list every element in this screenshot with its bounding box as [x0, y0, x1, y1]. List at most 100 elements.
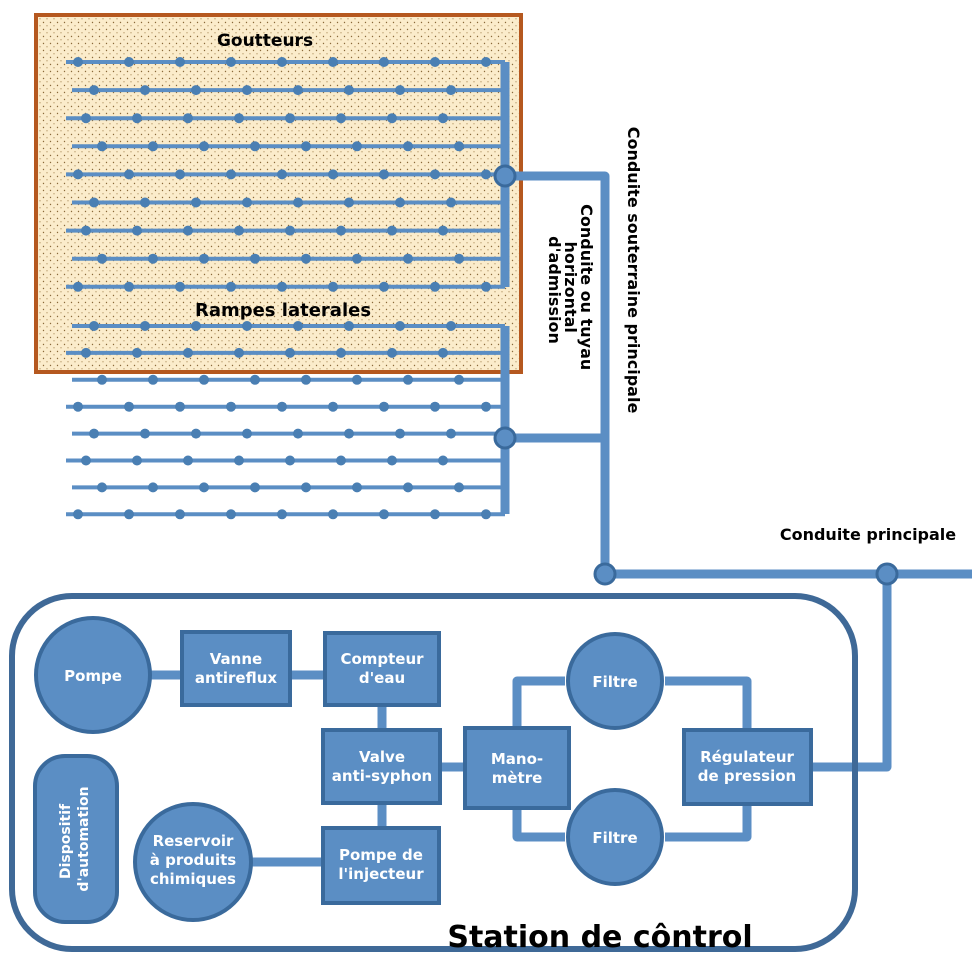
- pressure-gauge-label: mètre: [492, 769, 543, 787]
- anti-siphon-label: anti-syphon: [332, 767, 432, 785]
- dripper: [446, 197, 456, 208]
- dripper: [481, 169, 491, 180]
- dripper: [183, 347, 193, 358]
- dripper: [301, 482, 311, 493]
- dripper: [250, 482, 260, 493]
- dripper: [430, 57, 440, 67]
- backflow-valve-label: Vanne: [210, 650, 262, 668]
- dripper: [89, 321, 99, 331]
- dripper: [89, 428, 99, 439]
- dripper: [277, 509, 287, 520]
- dripper: [403, 374, 413, 385]
- dripper: [336, 347, 346, 358]
- dripper: [336, 455, 346, 466]
- pump-node: Pompe: [34, 616, 152, 734]
- dripper: [226, 169, 236, 180]
- dripper: [132, 455, 142, 466]
- station-piping: [150, 670, 752, 867]
- dripper: [344, 321, 354, 331]
- injector-pump-label: l'injecteur: [338, 865, 424, 883]
- dripper: [226, 509, 236, 520]
- dripper: [250, 141, 260, 152]
- dripper: [438, 347, 448, 358]
- dripper: [344, 85, 354, 96]
- dripper: [454, 253, 464, 264]
- dripper: [226, 401, 236, 412]
- pressure-regulator-box: Régulateur de pression: [682, 728, 813, 806]
- dripper: [234, 347, 244, 358]
- dripper: [344, 197, 354, 208]
- dripper: [234, 225, 244, 236]
- junction-node: [593, 562, 617, 586]
- dripper: [403, 141, 413, 152]
- dripper: [97, 253, 107, 264]
- dripper: [175, 401, 185, 412]
- dripper: [191, 197, 201, 208]
- dripper: [226, 57, 236, 67]
- dripper: [73, 509, 83, 520]
- filter-top-label: Filtre: [592, 673, 637, 691]
- dripper: [242, 321, 252, 331]
- dripper: [336, 113, 346, 124]
- dripper: [395, 428, 405, 439]
- dripper: [148, 374, 158, 385]
- chemical-tank-label: Reservoir: [153, 832, 234, 850]
- dripper: [285, 455, 295, 466]
- junction-node: [493, 164, 517, 188]
- dripper: [81, 225, 91, 236]
- dripper: [277, 169, 287, 180]
- filter-top-node: Filtre: [566, 632, 664, 730]
- pressure-regulator-label: de pression: [698, 767, 796, 785]
- dripper: [148, 482, 158, 493]
- dripper: [387, 347, 397, 358]
- field-plot: [34, 13, 523, 374]
- dripper: [191, 428, 201, 439]
- dripper: [73, 401, 83, 412]
- dripper: [379, 509, 389, 520]
- dripper: [234, 113, 244, 124]
- inlet-pipe-label: Conduite ou tuyau horizontal d'admission: [545, 204, 596, 376]
- dripper: [73, 57, 83, 67]
- main-to-station-pipe: [812, 574, 892, 772]
- dripper: [430, 509, 440, 520]
- dripper: [132, 113, 142, 124]
- anti-siphon-valve-box: Valve anti-syphon: [321, 728, 442, 805]
- dripper: [430, 169, 440, 180]
- dripper: [328, 509, 338, 520]
- water-meter-label: Compteur: [340, 650, 424, 668]
- dripper: [293, 321, 303, 331]
- dripper: [97, 374, 107, 385]
- dripper: [277, 281, 287, 292]
- dripper: [379, 57, 389, 67]
- dripper: [242, 197, 252, 208]
- filter-bottom-node: Filtre: [566, 788, 664, 886]
- dripper: [387, 455, 397, 466]
- dripper: [336, 225, 346, 236]
- dripper: [301, 141, 311, 152]
- pressure-gauge-label: Mano-: [491, 750, 543, 768]
- dripper: [140, 85, 150, 96]
- backflow-valve-box: Vanne antireflux: [180, 630, 292, 707]
- dripper: [132, 347, 142, 358]
- pipe: [512, 808, 565, 842]
- junction-node: [493, 426, 517, 450]
- dripper: [97, 141, 107, 152]
- dripper: [481, 401, 491, 412]
- dripper: [454, 482, 464, 493]
- dripper: [140, 321, 150, 331]
- filter-bottom-label: Filtre: [592, 829, 637, 847]
- dripper: [285, 225, 295, 236]
- dripper: [199, 374, 209, 385]
- dripper: [73, 169, 83, 180]
- dripper: [395, 321, 405, 331]
- injector-pump-label: Pompe de: [339, 846, 423, 864]
- dripper: [73, 281, 83, 292]
- dripper: [352, 482, 362, 493]
- dripper: [293, 85, 303, 96]
- automation-label: Dispositif: [58, 803, 74, 879]
- dripper: [183, 225, 193, 236]
- dripper: [379, 169, 389, 180]
- pressure-gauge-box: Mano- mètre: [463, 726, 571, 810]
- dripper: [430, 401, 440, 412]
